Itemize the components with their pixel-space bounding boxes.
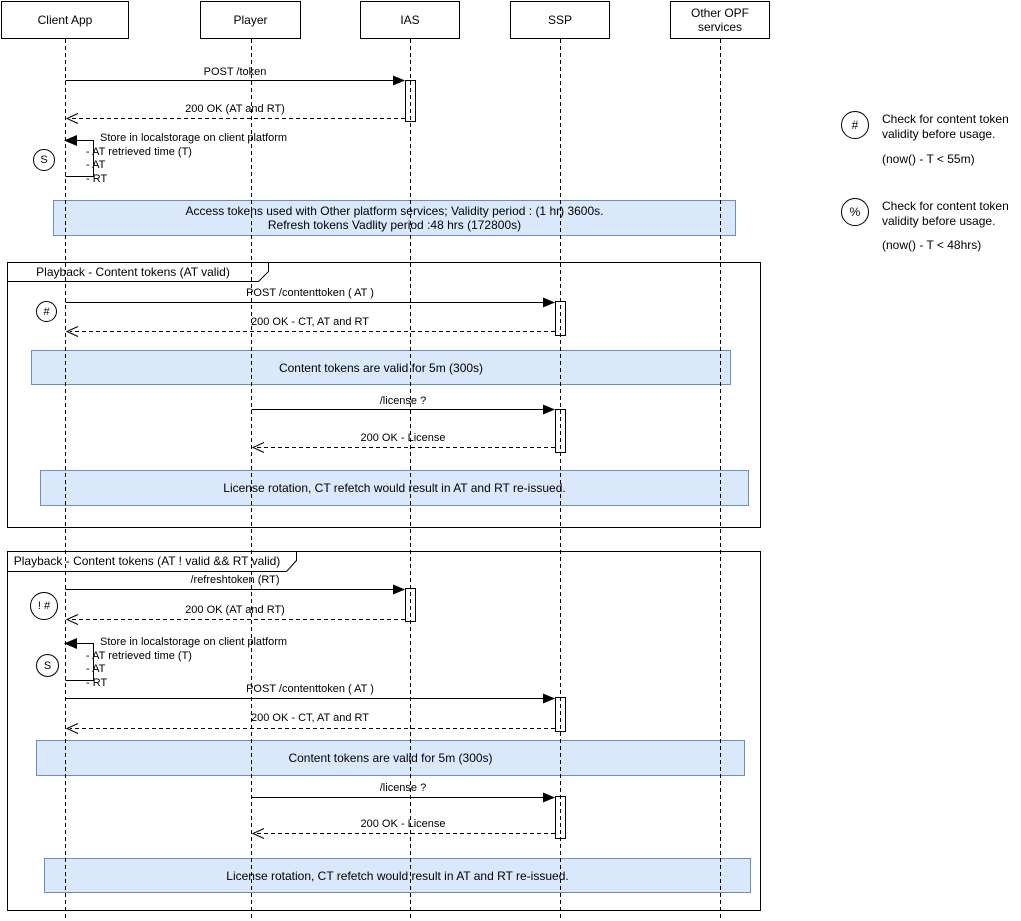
store-item: - RT <box>86 172 108 185</box>
legend-percent-text: Check for content token validity before … <box>882 199 1009 229</box>
note-line: Access tokens used with Other platform s… <box>185 204 604 218</box>
message-label-200-ok-license: 200 OK - License <box>360 818 446 830</box>
note-line: Content tokens are valid for 5m (300s) <box>288 751 493 765</box>
store-item: - RT <box>86 676 108 689</box>
note-content-token-validity-1: Content tokens are valid for 5m (300s) <box>31 350 731 385</box>
note-line: License rotation, CT refetch would resul… <box>226 868 569 883</box>
store-localstorage-note-2: Store in localstorage on client platform… <box>86 636 287 690</box>
self-message-brackets <box>65 140 94 681</box>
marker-not-hash-circle: ! # <box>30 592 58 620</box>
legend-percent-formula: (now() - T < 48hrs) <box>882 238 982 252</box>
message-label-post-token: POST /token <box>203 66 267 78</box>
message-label-post-contenttoken: POST /contenttoken ( AT ) <box>246 683 374 695</box>
note-content-token-validity-2: Content tokens are valid for 5m (300s) <box>36 740 745 776</box>
legend-percent-circle: % <box>841 198 869 226</box>
message-label-200-ok-at-rt: 200 OK (AT and RT) <box>185 604 285 616</box>
actor-box-ssp: SSP <box>510 1 610 39</box>
message-label-200-ok-at-rt: 200 OK (AT and RT) <box>185 103 285 115</box>
message-label-post-contenttoken: POST /contenttoken ( AT ) <box>246 287 374 299</box>
note-license-rotation-1: License rotation, CT refetch would resul… <box>40 470 749 506</box>
legend-line: validity before usage. <box>882 127 996 141</box>
message-label-license-request: /license ? <box>379 395 427 407</box>
store-localstorage-note-1: Store in localstorage on client platform… <box>86 132 287 186</box>
frame2-label: Playback - Content tokens (AT ! valid &&… <box>13 554 281 568</box>
legend-hash-formula: (now() - T < 55m) <box>882 152 975 166</box>
actor-box-ias: IAS <box>360 1 460 39</box>
return-arrows <box>70 118 555 834</box>
store-item: - AT <box>86 663 106 675</box>
legend-line: Check for content token <box>882 199 1009 213</box>
actor-label: Other OPF services <box>690 6 749 34</box>
actor-label: SSP <box>547 13 572 27</box>
fragment-frames <box>7 262 761 911</box>
activation-bars <box>405 80 566 839</box>
message-label-200-ok-ct-at-rt: 200 OK - CT, AT and RT <box>251 316 369 328</box>
note-line: Content tokens are valid for 5m (300s) <box>278 360 484 375</box>
store-title: Store in localstorage on client platform <box>100 636 288 648</box>
lifelines <box>65 39 721 921</box>
note-license-rotation-2: License rotation, CT refetch would resul… <box>44 858 751 893</box>
marker-store-circle-1: S <box>33 149 55 171</box>
actor-box-player: Player <box>200 1 301 39</box>
note-token-validity: Access tokens used with Other platform s… <box>53 200 736 236</box>
actor-box-other-opf-services: Other OPF services <box>670 1 770 39</box>
actor-label: IAS <box>400 13 420 27</box>
message-label-refreshtoken: /refreshtoken (RT) <box>190 574 280 586</box>
legend-line: validity before usage. <box>882 214 996 228</box>
store-item: - AT <box>86 159 106 171</box>
actor-box-client-app: Client App <box>1 1 129 39</box>
store-title: Store in localstorage on client platform <box>100 132 288 144</box>
call-arrows <box>65 80 544 798</box>
note-line: License rotation, CT refetch would resul… <box>223 481 566 495</box>
actor-label: Client App <box>37 13 93 27</box>
message-label-200-ok-license: 200 OK - License <box>360 432 446 444</box>
legend-hash-circle: # <box>841 111 869 139</box>
message-label-200-ok-ct-at-rt: 200 OK - CT, AT and RT <box>251 712 369 724</box>
message-label-license-request: /license ? <box>379 782 427 794</box>
frame1-label: Playback - Content tokens (AT valid) <box>36 264 230 279</box>
self-message-arrowheads <box>64 135 77 649</box>
legend-line: Check for content token <box>882 112 1009 126</box>
store-item: - AT retrieved time (T) <box>86 649 192 662</box>
marker-hash-circle: # <box>36 301 57 322</box>
legend-hash-text: Check for content token validity before … <box>882 112 1009 142</box>
actor-label: Player <box>233 13 268 27</box>
marker-store-circle-2: S <box>36 654 59 677</box>
note-line: Refresh tokens Vadlity period :48 hrs (1… <box>267 218 522 232</box>
call-arrowheads <box>393 75 555 803</box>
return-arrowheads <box>65 113 265 839</box>
store-item: - AT retrieved time (T) <box>86 145 192 158</box>
